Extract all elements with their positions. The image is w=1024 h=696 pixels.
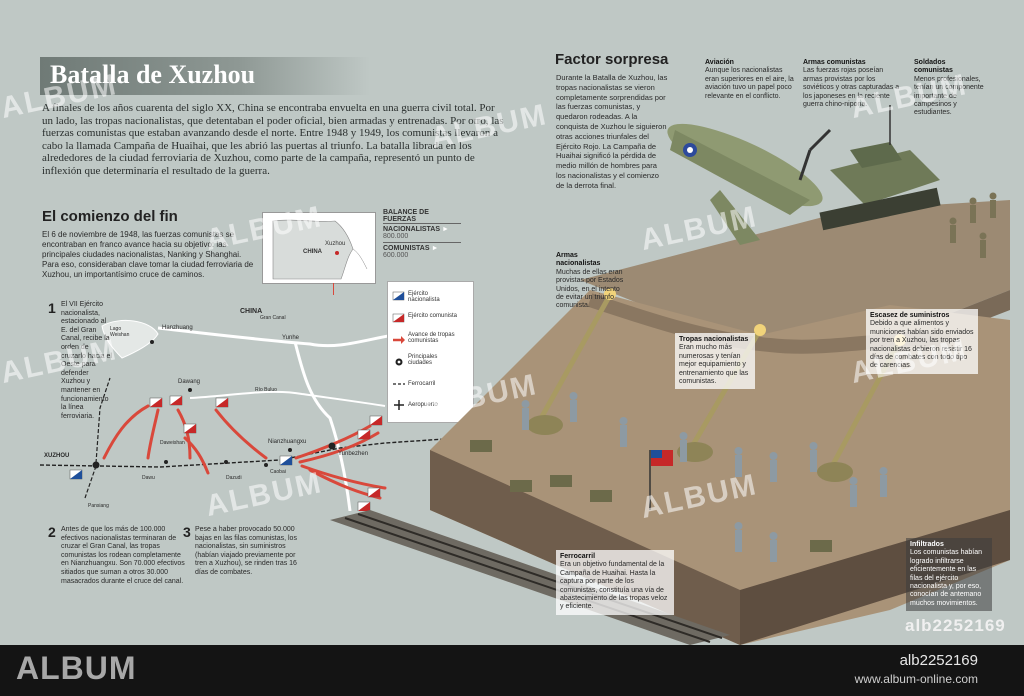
callout-armas-nacionalistas: Armas nacionalistas Muchas de ellas eran… xyxy=(556,252,624,311)
callout-soldados-comunistas: Soldados comunistas Menos profesionales,… xyxy=(914,59,984,118)
map-label-caobai: Caobai xyxy=(270,469,286,475)
legend-item-communist: Ejército comunista xyxy=(408,313,458,319)
map-label-china: CHINA xyxy=(240,308,263,315)
legend-item-cities: Principales ciudades xyxy=(408,354,438,366)
map-label-dazudi: Dazudi xyxy=(226,475,242,481)
map-label-lake: Lago Weishan xyxy=(110,326,130,338)
callout-soldados-comunistas-title: Soldados comunistas xyxy=(914,59,953,75)
inset-city-label: Xuzhou xyxy=(325,241,346,247)
inset-pointer xyxy=(333,283,334,295)
legend-item-advance: Avance de tropas comunistas xyxy=(408,332,455,344)
step-1-text: El VII Ejército nacionalista, estacionad… xyxy=(61,301,112,420)
campaign-map-svg xyxy=(39,320,461,512)
legend-item-railway: Ferrocarril xyxy=(408,381,436,387)
callout-ferrocarril-title: Ferrocarril xyxy=(560,553,596,560)
map-label-yunhe: Yunhe xyxy=(282,335,300,341)
factor-text: Durante la Batalla de Xuzhou, las tropas… xyxy=(556,73,668,190)
callout-tropas-nacionalistas: Tropas nacionalistas Eran mucho más nume… xyxy=(675,333,755,390)
balance-communists-value: 600.000 xyxy=(383,252,409,259)
map-legend: Ejército nacionalista Ejército comunista… xyxy=(387,281,474,423)
map-label-rio-buluo: Río Buluo xyxy=(255,387,277,393)
footer-logo[interactable]: ALBUM xyxy=(16,650,137,686)
callout-escasez-title: Escasez de suministros xyxy=(870,312,950,319)
callout-armas-nacionalistas-text: Muchas de ellas eran provistas por Estad… xyxy=(556,268,624,310)
map-label-nianzhuangxu: Nianzhuangxu xyxy=(268,439,307,445)
balance-title: BALANCE DE FUERZAS xyxy=(383,209,429,223)
section-text-left: El 6 de noviembre de 1948, las fuerzas c… xyxy=(42,230,254,279)
callout-aviacion-title: Aviación xyxy=(705,59,734,66)
step-2-number: 2 xyxy=(48,524,56,540)
callout-armas-comunistas-text: Las fuerzas rojas poseían armas provista… xyxy=(803,67,900,109)
image-id-label: alb2252169 xyxy=(905,616,1006,635)
inset-map: CHINA Xuzhou xyxy=(262,212,376,284)
step-3-number: 3 xyxy=(183,524,191,540)
callout-armas-nacionalistas-title: Armas nacionalistas xyxy=(556,252,601,268)
legend-item-airport: Aeropuerto xyxy=(408,402,438,408)
map-label-pansiang: Pansiang xyxy=(88,503,109,509)
balance-row-nationalists: NACIONALISTAS ► 800.000 xyxy=(383,223,461,242)
map-label-grand-canal: Gran Canal xyxy=(260,315,286,321)
section-heading-left: El comienzo del fin xyxy=(42,208,178,225)
callout-aviacion: Aviación Aunque los nacionalistas eran s… xyxy=(705,59,795,101)
callout-ferrocarril-text: Era un objetivo fundamental de la Campañ… xyxy=(560,561,668,611)
callout-ferrocarril: Ferrocarril Era un objetivo fundamental … xyxy=(556,550,674,615)
legend-item-nationalist: Ejército nacionalista xyxy=(408,291,440,303)
step-2-text: Antes de que los más de 100.000 efectivo… xyxy=(61,526,185,585)
map-label-hanzhuang: Hanzhuang xyxy=(162,325,193,331)
balance-communists-label: COMUNISTAS xyxy=(383,245,430,252)
campaign-map: CHINA Lago Weishan Hanzhuang Gran Canal … xyxy=(39,298,476,512)
page-title: Batalla de Xuzhou xyxy=(50,60,256,89)
tank-illustration xyxy=(819,105,941,231)
title-band xyxy=(40,57,370,95)
callout-soldados-comunistas-text: Menos profesionales, tenían un component… xyxy=(914,75,984,117)
callout-tropas-nacionalistas-text: Eran mucho más numerosas y tenían mejor … xyxy=(679,344,749,386)
factor-heading: Factor sorpresa xyxy=(555,51,669,68)
callout-infiltrados: Infiltrados Los comunistas habían lograd… xyxy=(906,538,992,612)
airplane-illustration xyxy=(667,123,832,245)
callout-tropas-nacionalistas-title: Tropas nacionalistas xyxy=(679,336,749,343)
balance-nationalists-value: 800.000 xyxy=(383,233,409,240)
forces-balance: BALANCE DE FUERZAS NACIONALISTAS ► 800.0… xyxy=(383,209,461,261)
map-label-dawu: Dawu xyxy=(142,475,155,481)
map-label-dawang: Dawang xyxy=(178,379,201,385)
map-label-xuzhou: XUZHOU xyxy=(44,453,70,459)
callout-aviacion-text: Aunque los nacionalistas eran superiores… xyxy=(705,67,794,100)
callout-escasez-text: Debido a que alimentos y municiones habí… xyxy=(870,320,974,370)
callout-armas-comunistas: Armas comunistas Las fuerzas rojas poseí… xyxy=(803,59,903,109)
callout-infiltrados-title: Infiltrados xyxy=(910,541,944,548)
balance-row-communists: COMUNISTAS ► 600.000 xyxy=(383,242,461,261)
map-label-daweishan: Daweishan xyxy=(160,440,185,446)
step-3-text: Pese a haber provocado 50.000 bajas en l… xyxy=(195,526,297,576)
callout-armas-comunistas-title: Armas comunistas xyxy=(803,59,866,66)
balance-nationalists-label: NACIONALISTAS xyxy=(383,226,441,233)
callout-escasez: Escasez de suministros Debido a que alim… xyxy=(866,309,978,374)
step-1-number: 1 xyxy=(48,300,56,316)
footer-url-link[interactable]: www.album-online.com xyxy=(854,672,978,686)
callout-infiltrados-text: Los comunistas habían logrado infiltrars… xyxy=(910,549,982,607)
map-label-yunbezhen: Yunbezhen xyxy=(338,451,369,457)
inset-country-label: CHINA xyxy=(303,249,322,255)
intro-text: A finales de los años cuarenta del siglo… xyxy=(42,102,504,177)
footer-image-id: alb2252169 xyxy=(899,652,978,669)
footer-bar xyxy=(0,645,1024,696)
